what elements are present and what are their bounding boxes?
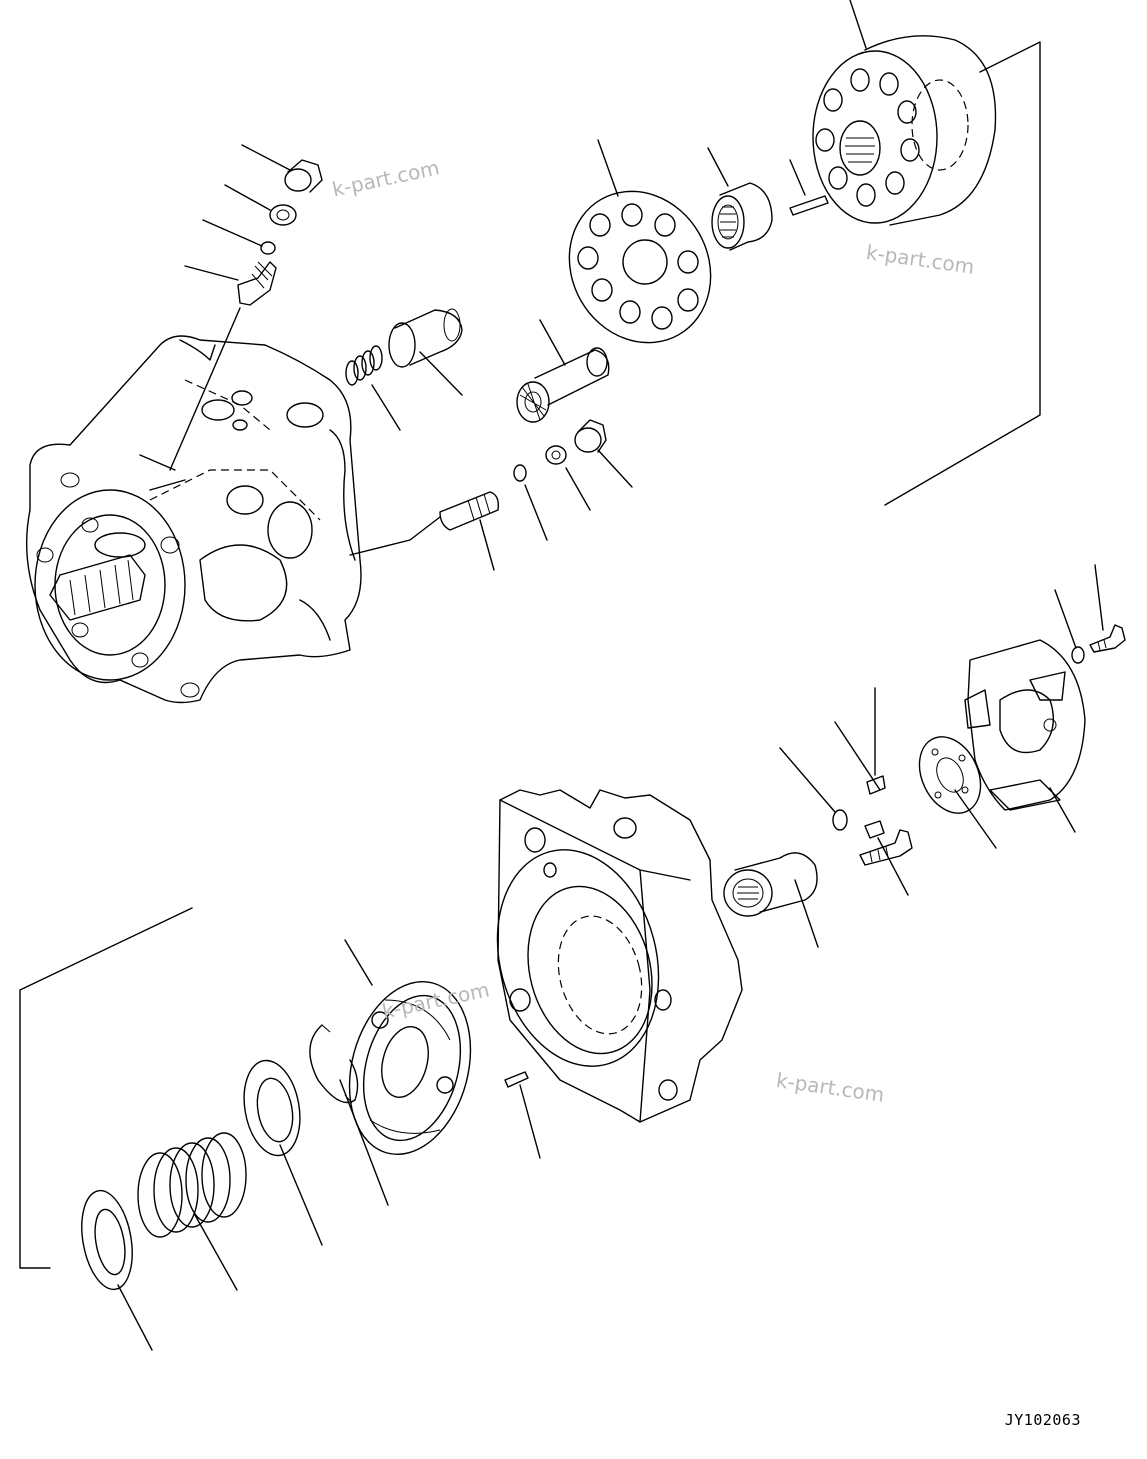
flange-plate bbox=[918, 736, 982, 814]
o-ring-upper bbox=[260, 241, 276, 255]
leader-lines bbox=[117, 0, 1104, 1351]
pin bbox=[789, 195, 829, 216]
washer-upper bbox=[269, 204, 297, 226]
coil-spring bbox=[137, 1132, 247, 1238]
o-ring-lower bbox=[513, 464, 527, 482]
snap-ring bbox=[309, 1024, 359, 1104]
valve-plate bbox=[348, 980, 472, 1156]
swash-plate-housing bbox=[496, 789, 743, 1123]
drawing-code: JY102063 bbox=[1004, 1411, 1081, 1429]
small-washer bbox=[832, 809, 848, 831]
hex-bolt bbox=[1089, 624, 1126, 653]
cylinder-block bbox=[812, 35, 997, 226]
fan-impeller bbox=[964, 639, 1086, 811]
spool-sleeve bbox=[388, 308, 463, 368]
spring-small bbox=[345, 345, 383, 386]
dowel-pin bbox=[504, 1071, 529, 1088]
group-bracket-upper bbox=[884, 41, 1041, 506]
needle-bearing bbox=[711, 182, 773, 251]
plug-valve-lower bbox=[349, 491, 500, 556]
plug-valve-upper bbox=[169, 261, 277, 471]
spring-washer-small bbox=[1071, 646, 1085, 664]
bolt-with-keys bbox=[859, 775, 913, 866]
thrust-washer bbox=[81, 1189, 133, 1291]
pump-assembly bbox=[25, 335, 362, 704]
retaining-washer bbox=[243, 1059, 301, 1157]
nut-upper bbox=[284, 159, 323, 193]
spline-coupling bbox=[723, 852, 818, 917]
piston-shoe bbox=[516, 347, 610, 423]
group-bracket-lower bbox=[19, 907, 193, 1269]
retainer-plate bbox=[568, 190, 712, 344]
washer-lower bbox=[545, 445, 567, 465]
nut-lower bbox=[574, 419, 607, 453]
